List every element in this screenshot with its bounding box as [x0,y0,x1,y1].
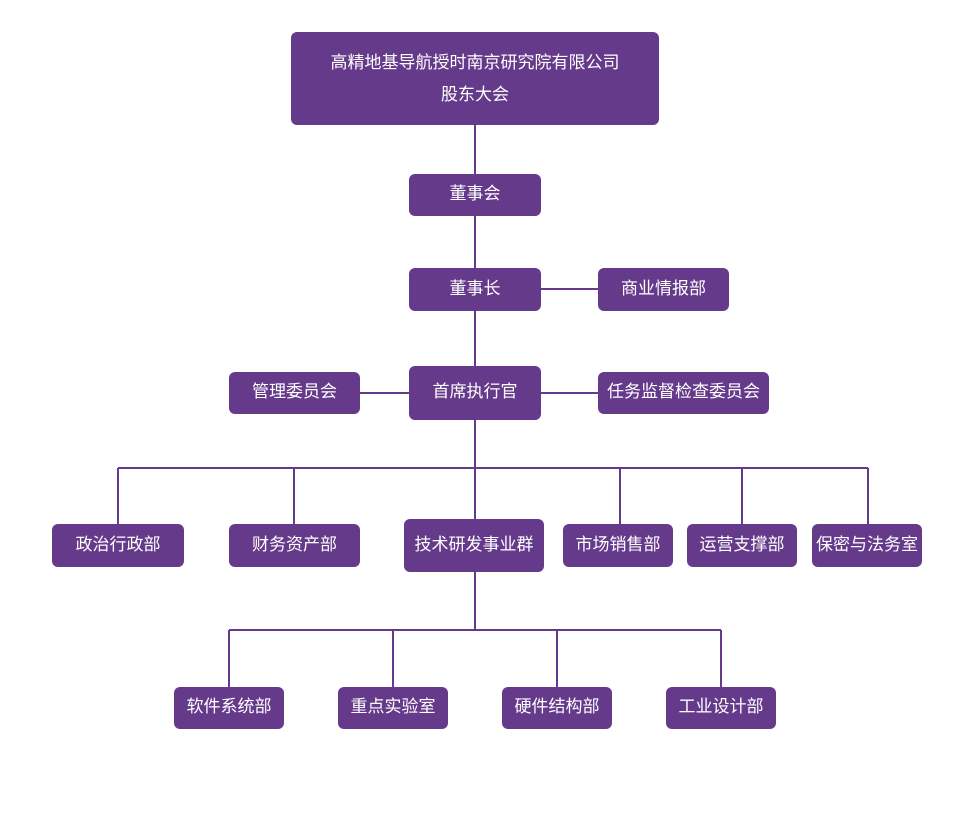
task-supervision-committee-box: 任务监督检查委员会 [598,372,769,414]
dept-rd-group-box: 技术研发事业群 [404,519,544,572]
rd-industrial-design-box: 工业设计部 [666,687,776,729]
dept-secrecy-legal-box: 保密与法务室 [812,524,922,567]
board-box: 董事会 [409,174,541,216]
ceo-box: 首席执行官 [409,366,541,420]
rd-key-laboratory-box: 重点实验室 [338,687,448,729]
company-name-text: 高精地基导航授时南京研究院有限公司 [330,52,620,73]
chairman-box: 董事长 [409,268,541,311]
dept-finance-assets-box: 财务资产部 [229,524,360,567]
business-intel-box: 商业情报部 [598,268,729,311]
dept-marketing-sales-box: 市场销售部 [563,524,673,567]
management-committee-box: 管理委员会 [229,372,360,414]
dept-political-admin-box: 政治行政部 [52,524,184,567]
shareholders-meeting-text: 股东大会 [441,84,509,105]
shareholders-meeting-box: 高精地基导航授时南京研究院有限公司 股东大会 [291,32,659,125]
dept-operations-support-box: 运营支撑部 [687,524,797,567]
rd-software-systems-box: 软件系统部 [174,687,284,729]
rd-hardware-structure-box: 硬件结构部 [502,687,612,729]
